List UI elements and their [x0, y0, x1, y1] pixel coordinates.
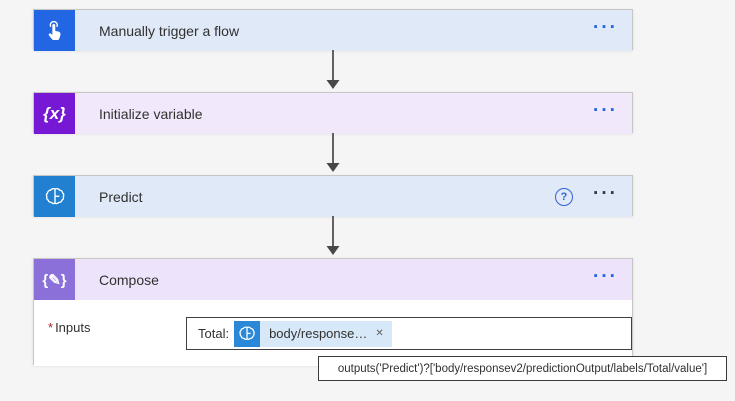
brain-icon — [234, 320, 261, 347]
connector-arrow — [326, 133, 340, 172]
step-title: Predict — [99, 188, 143, 205]
inputs-label: *Inputs — [48, 320, 90, 335]
connector-arrow — [326, 216, 340, 255]
card-predict-header[interactable]: Predict ? ··· — [34, 176, 632, 217]
variable-icon: {x} — [34, 93, 75, 134]
card-initialize-variable: {x} Initialize variable ··· — [33, 92, 633, 134]
input-prefix-text: Total: — [198, 326, 230, 341]
card-compose: {✎} Compose ··· *Inputs Total: — [33, 258, 633, 366]
step-title: Initialize variable — [99, 105, 203, 122]
compose-icon: {✎} — [34, 259, 75, 300]
card-predict: Predict ? ··· — [33, 175, 633, 217]
help-icon[interactable]: ? — [555, 187, 574, 206]
step-title: Manually trigger a flow — [99, 22, 240, 39]
token-label: body/response… — [269, 326, 368, 341]
inputs-label-text: Inputs — [55, 320, 91, 335]
card-compose-header[interactable]: {✎} Compose ··· — [34, 259, 632, 300]
brain-icon — [34, 176, 75, 217]
ellipsis-menu-icon[interactable]: ··· — [593, 100, 618, 121]
card-manually-trigger-header[interactable]: Manually trigger a flow ··· — [34, 10, 632, 51]
touch-icon — [34, 10, 75, 51]
expression-tooltip: outputs('Predict')?['body/responsev2/pre… — [318, 356, 727, 381]
close-icon[interactable]: ✕ — [375, 328, 384, 339]
ellipsis-menu-icon[interactable]: ··· — [593, 183, 618, 204]
required-asterisk: * — [48, 320, 54, 335]
ellipsis-menu-icon[interactable]: ··· — [593, 266, 618, 287]
dynamic-content-token[interactable]: body/response… ✕ — [234, 320, 392, 347]
connector-arrow — [326, 50, 340, 89]
ellipsis-menu-icon[interactable]: ··· — [593, 17, 618, 38]
step-title: Compose — [99, 271, 159, 288]
compose-card-body: *Inputs Total: body/response… — [34, 300, 632, 366]
card-initialize-variable-header[interactable]: {x} Initialize variable ··· — [34, 93, 632, 134]
card-manually-trigger: Manually trigger a flow ··· — [33, 9, 633, 51]
inputs-field[interactable]: Total: body/response… ✕ — [186, 317, 632, 350]
